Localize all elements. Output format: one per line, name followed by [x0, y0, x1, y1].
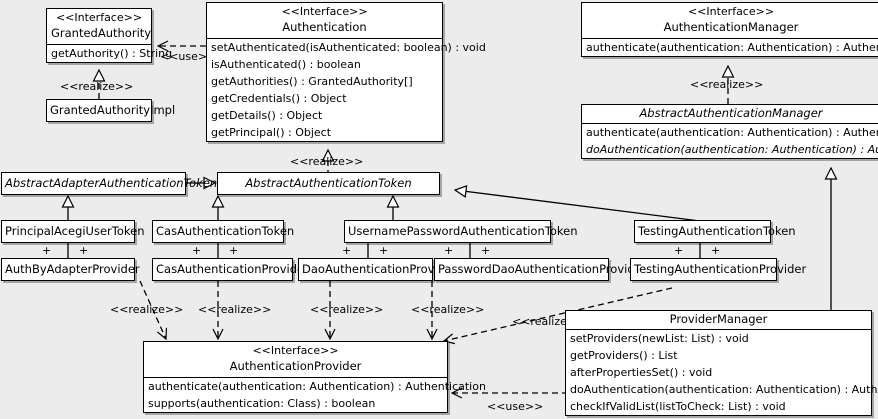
class-member: getDetails() : Object — [211, 108, 323, 122]
class-box-username-password-authentication-token[interactable]: UsernamePasswordAuthenticationToken — [344, 220, 578, 243]
association-plus-mark: + — [342, 244, 352, 257]
class-members: authenticate(authentication: Authenticat… — [582, 123, 878, 158]
class-box-authentication-manager[interactable]: <<Interface>> AuthenticationManager auth… — [581, 2, 878, 57]
class-name: GrantedAuthority — [51, 25, 152, 40]
class-header: <<Interface>> AuthenticationManager — [582, 3, 878, 38]
class-member: getProviders() : List — [570, 349, 678, 363]
class-name: AuthByAdapterProvider — [5, 262, 140, 276]
class-member: setAuthenticated(isAuthenticated: boolea… — [211, 40, 486, 54]
class-members: setProviders(newList: List) : void getPr… — [566, 329, 878, 415]
association-plus-mark: + — [674, 244, 684, 257]
stereotype-label: <<Interface>> — [252, 344, 339, 357]
class-name: CasAuthenticationProvider — [156, 262, 309, 276]
class-member: setProviders(newList: List) : void — [570, 332, 749, 346]
association-plus-mark: + — [79, 244, 89, 257]
class-name: DaoAuthenticationProvider — [302, 262, 457, 276]
class-box-granted-authority[interactable]: <<Interface>> GrantedAuthority getAuthor… — [46, 8, 173, 63]
class-header: <<Interface>> Authentication — [207, 3, 442, 38]
class-members: setAuthenticated(isAuthenticated: boolea… — [207, 37, 486, 141]
class-name: UsernamePasswordAuthenticationToken — [348, 224, 578, 238]
class-box-testing-authentication-token[interactable]: TestingAuthenticationToken — [634, 220, 796, 243]
stereotype-label: <<Interface>> — [687, 5, 775, 18]
class-box-principal-acegi-user-token[interactable]: PrincipalAcegiUserToken — [1, 220, 145, 243]
edge-label-realize-cas-authentication-provider: <<realize>> — [198, 303, 272, 316]
class-box-abstract-adapter-authentication-token[interactable]: AbstractAdapterAuthenticationToken — [1, 172, 218, 195]
edge-label-use-granted-authority: <<use>> — [160, 50, 217, 63]
class-box-provider-manager[interactable]: ProviderManager setProviders(newList: Li… — [565, 310, 878, 417]
class-box-password-dao-authentication-provider[interactable]: PasswordDaoAuthenticationProvider — [434, 258, 647, 281]
class-member: doAuthentication(authentication: Authent… — [586, 143, 878, 157]
edge-label-realize-abstract-authentication-token: <<realize>> — [290, 155, 364, 168]
class-name: AuthenticationProvider — [229, 358, 362, 373]
class-name: AbstractAuthenticationManager — [639, 106, 823, 120]
association-plus-mark: + — [42, 244, 52, 257]
class-name: PasswordDaoAuthenticationProvider — [438, 262, 647, 276]
association-plus-mark: + — [481, 244, 491, 257]
class-name: ProviderManager — [669, 312, 768, 326]
class-name: TestingAuthenticationToken — [638, 224, 796, 238]
class-member: authenticate(authentication: Authenticat… — [586, 126, 878, 140]
class-member: getAuthority() : String — [51, 46, 173, 60]
class-header: <<Interface>> AuthenticationProvider — [144, 342, 447, 377]
class-name: Authentication — [282, 19, 367, 34]
class-box-authentication-provider[interactable]: <<Interface>> AuthenticationProvider aut… — [143, 341, 486, 413]
class-box-auth-by-adapter-provider[interactable]: AuthByAdapterProvider — [1, 258, 140, 281]
class-name: GrantedAuthorityImpl — [50, 103, 176, 117]
edge-label-realize-granted-authority-impl: <<realize>> — [60, 80, 134, 93]
class-box-granted-authority-impl[interactable]: GrantedAuthorityImpl — [46, 99, 176, 122]
association-plus-mark: + — [379, 244, 389, 257]
association-plus-mark: + — [229, 244, 239, 257]
class-name: AbstractAuthenticationToken — [245, 176, 412, 190]
class-member: isAuthenticated() : boolean — [211, 57, 361, 71]
class-header: ProviderManager — [566, 311, 871, 329]
class-member: afterPropertiesSet() : void — [570, 366, 713, 380]
class-box-testing-authentication-provider[interactable]: TestingAuthenticationProvider — [630, 258, 807, 281]
class-member: getCredentials() : Object — [211, 91, 347, 105]
edge-label-realize-auth-by-adapter-provider: <<realize>> — [110, 303, 184, 316]
class-header: AbstractAuthenticationManager — [582, 105, 878, 123]
stereotype-label: <<Interface>> — [55, 11, 143, 24]
class-member: getPrincipal() : Object — [211, 125, 332, 139]
class-members: authenticate(authentication: Authenticat… — [582, 37, 878, 56]
class-member: getAuthorities() : GrantedAuthority[] — [211, 74, 413, 88]
class-box-abstract-authentication-token[interactable]: AbstractAuthenticationToken — [217, 172, 440, 195]
stereotype-label: <<Interface>> — [281, 5, 368, 18]
class-box-authentication[interactable]: <<Interface>> Authentication setAuthenti… — [206, 2, 486, 142]
class-box-dao-authentication-provider[interactable]: DaoAuthenticationProvider — [298, 258, 457, 281]
class-box-cas-authentication-provider[interactable]: CasAuthenticationProvider — [152, 258, 309, 281]
association-plus-mark: + — [444, 244, 454, 257]
class-name: CasAuthenticationToken — [156, 224, 295, 238]
class-member: authenticate(authentication: Authenticat… — [148, 379, 486, 393]
class-name: AuthenticationManager — [663, 19, 799, 34]
edge-label-realize-dao-authentication-provider: <<realize>> — [310, 303, 384, 316]
class-box-cas-authentication-token[interactable]: CasAuthenticationToken — [152, 220, 295, 243]
edge-label-realize-abstract-authentication-manager: <<realize>> — [690, 78, 764, 91]
class-name: PrincipalAcegiUserToken — [5, 224, 145, 238]
edge-label-realize-password-dao-authentication-provider: <<realize>> — [411, 303, 485, 316]
class-member: doAuthentication(authentication: Authent… — [570, 383, 878, 397]
association-plus-mark: + — [192, 244, 202, 257]
class-members: authenticate(authentication: Authenticat… — [144, 376, 486, 412]
association-plus-mark: + — [711, 244, 721, 257]
class-member: supports(authentication: Class) : boolea… — [148, 396, 376, 410]
class-members: getAuthority() : String — [47, 43, 173, 62]
class-name: AbstractAdapterAuthenticationToken — [5, 176, 218, 190]
class-member: checkIfValidList(listToCheck: List) : vo… — [570, 400, 786, 414]
class-header: <<Interface>> GrantedAuthority — [47, 9, 151, 44]
class-member: authenticate(authentication: Authenticat… — [586, 40, 878, 54]
class-box-abstract-authentication-manager[interactable]: AbstractAuthenticationManager authentica… — [581, 104, 878, 160]
edge-label-use-provider-manager: <<use>> — [487, 400, 544, 413]
class-name: TestingAuthenticationProvider — [634, 262, 807, 276]
